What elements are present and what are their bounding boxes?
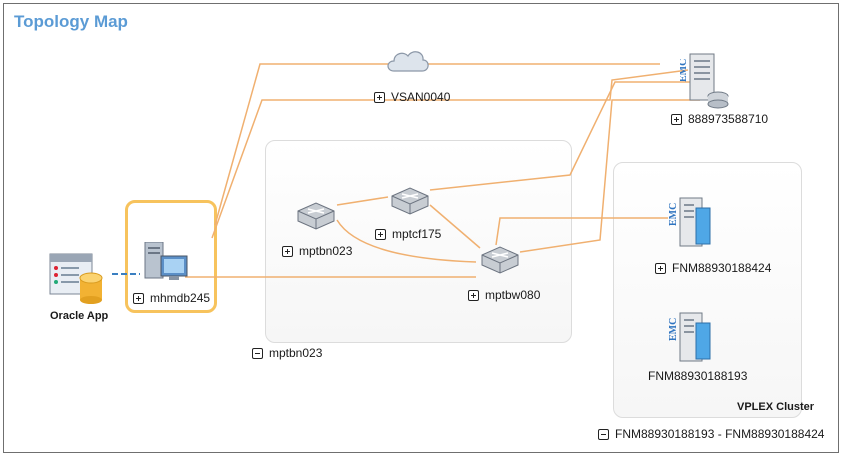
switch-icon [481,246,519,274]
cluster-footer-label: FNM88930188193 - FNM88930188424 [598,427,824,441]
expand-toggle-host[interactable] [133,292,144,304]
expand-toggle-switch-right[interactable] [468,289,479,301]
cluster-name: VPLEX Cluster [737,401,815,413]
switch-right-name: mptbw080 [485,288,541,302]
link-switchmid-array [429,81,690,191]
array-cluster-1-name: FNM88930188424 [672,261,772,275]
emc-storage-icon: EMC [668,197,711,247]
array-top-name: 888973588710 [688,112,769,126]
array-top-label: 888973588710 [671,112,768,126]
expand-toggle-switch-mid[interactable] [375,228,386,240]
fabric-group-box [265,140,572,343]
vsan-label: VSAN0040 [374,90,450,104]
svg-text:EMC: EMC [680,59,689,82]
link-switchright-cluster [495,217,668,246]
panel-title: Topology Map [14,12,128,31]
switch-mid-node[interactable] [388,186,432,221]
link-switchleft-switchright [336,219,477,263]
switch-right-label: mptbw080 [468,288,540,302]
link-switchright-array [519,99,700,253]
vplex-cluster-box [613,162,802,418]
host-label: mhmdb245 [133,291,210,305]
array-cluster-1-label: FNM88930188424 [655,261,771,275]
svg-text:EMC: EMC [668,318,679,341]
fabric-group-name: mptbn023 [269,346,323,360]
cluster-footer-name: FNM88930188193 - FNM88930188424 [615,427,825,441]
link-host-switch-left [211,69,689,239]
vsan-name: VSAN0040 [391,90,451,104]
host-node[interactable] [143,241,189,289]
expand-toggle-array-cluster-1[interactable] [655,262,666,274]
svg-text:EMC: EMC [668,203,679,226]
switch-mid-label: mptcf175 [375,227,441,241]
expand-toggle-vsan[interactable] [374,91,385,103]
switch-left-label: mptbn023 [282,244,352,258]
server-icon [144,241,188,280]
array-cluster-2-label: FNM88930188193 [648,369,748,383]
link-switchleft-switchmid [336,196,389,206]
array-cluster-1-node[interactable]: EMC [668,196,714,253]
collapse-toggle-fabric[interactable] [252,347,263,359]
link-switchmid-switchright [429,204,481,249]
switch-left-name: mptbn023 [299,244,353,258]
cloud-icon [387,51,429,72]
switch-left-node[interactable] [294,201,338,236]
switch-right-node[interactable] [478,245,522,280]
oracle-app-label: Oracle App [50,310,109,322]
switch-icon [297,202,335,230]
array-top-node[interactable]: EMC [678,52,730,115]
fabric-group-label: mptbn023 [252,346,322,360]
vsan-node[interactable] [386,47,430,80]
expand-toggle-array-top[interactable] [671,113,682,125]
emc-storage-icon: EMC [668,312,711,362]
collapse-toggle-cluster[interactable] [598,428,609,440]
array-cluster-2-node[interactable]: EMC [668,311,714,368]
database-app-icon [49,253,103,304]
switch-mid-name: mptcf175 [392,227,442,241]
oracle-app-node[interactable] [48,252,106,309]
switch-icon [391,187,429,215]
expand-toggle-switch-left[interactable] [282,245,293,257]
host-name: mhmdb245 [150,291,211,305]
emc-storage-icon: EMC [678,53,729,109]
link-host-vsan [214,63,660,226]
